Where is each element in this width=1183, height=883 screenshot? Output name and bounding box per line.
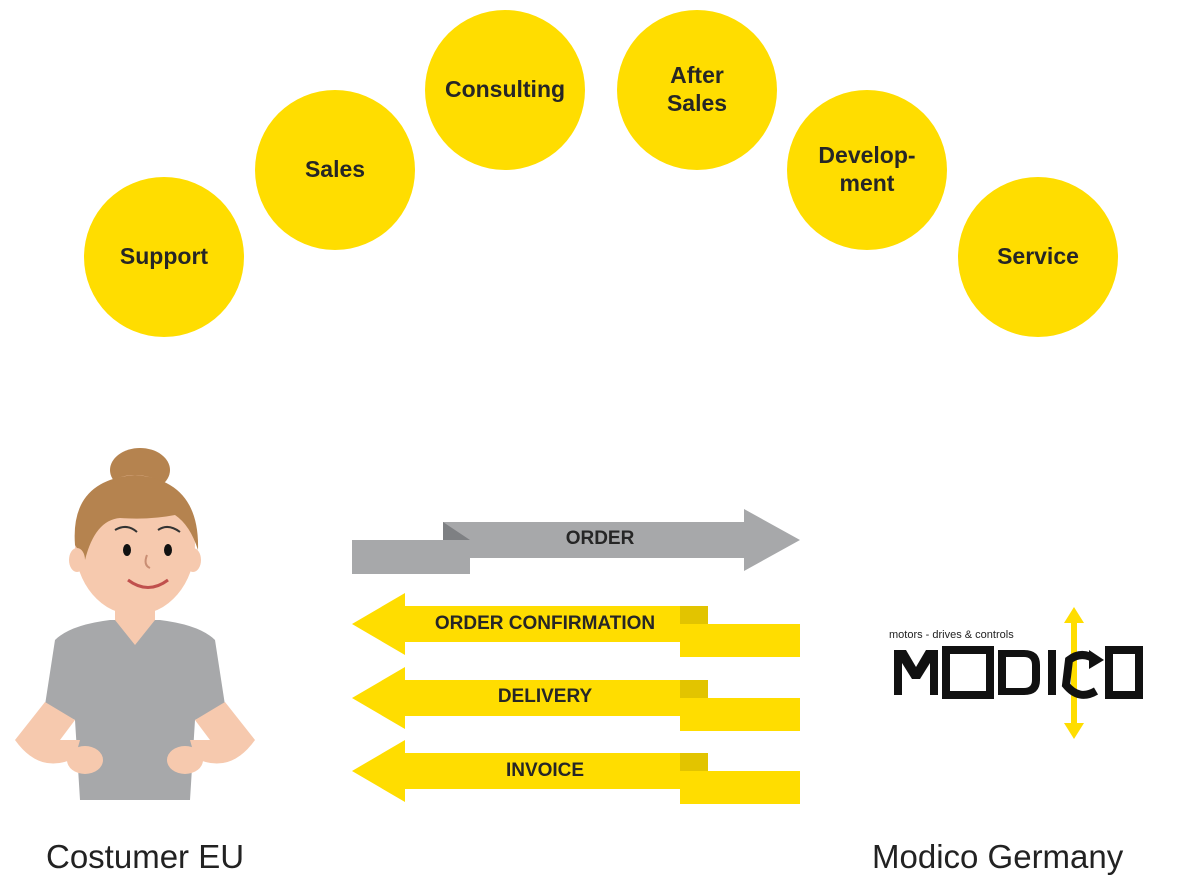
service-label: Support <box>119 243 209 270</box>
delivery-arrow <box>352 667 800 731</box>
customer-caption: Costumer EU <box>46 838 245 875</box>
order-label: ORDER <box>565 528 635 549</box>
service-circle-after-sales: After Sales <box>617 10 777 170</box>
customer-illustration <box>15 448 255 800</box>
svg-text:motors - drives & controls: motors - drives & controls <box>889 629 1014 641</box>
service-circle-development: Develop- ment <box>787 90 947 250</box>
invoice-label: INVOICE <box>505 760 585 781</box>
service-circle-support: Support <box>84 177 244 337</box>
order-confirmation-label: ORDER CONFIRMATION <box>434 613 656 634</box>
order-confirmation-arrow <box>352 593 800 657</box>
delivery-label: DELIVERY <box>497 686 593 707</box>
modico-logo: motors - drives & controls <box>889 607 1143 739</box>
service-circle-consulting: Consulting <box>425 10 585 170</box>
service-label: Service <box>997 243 1079 270</box>
service-circle-service: Service <box>958 177 1118 337</box>
order-arrow <box>352 509 800 574</box>
service-label: Consulting <box>444 76 566 103</box>
service-label: Sales <box>304 156 366 183</box>
invoice-arrow <box>352 740 800 804</box>
service-label: After Sales <box>666 62 728 116</box>
service-circle-sales: Sales <box>255 90 415 250</box>
company-caption: Modico Germany <box>872 838 1124 875</box>
service-label: Develop- ment <box>818 142 916 196</box>
